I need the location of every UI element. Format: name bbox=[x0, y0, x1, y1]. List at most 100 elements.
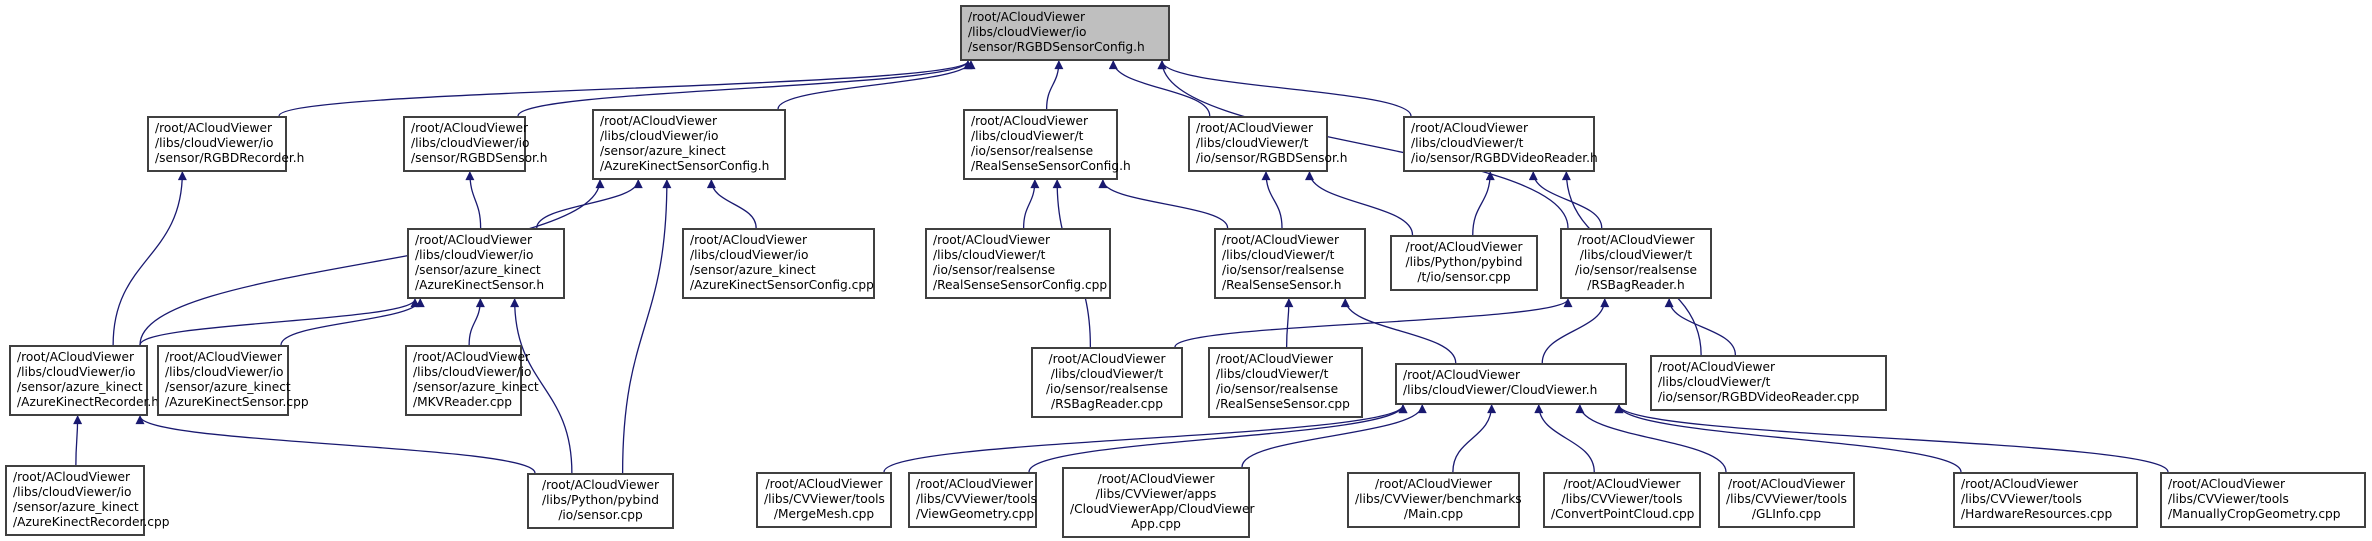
graph-node[interactable]: /root/ACloudViewer/libs/cloudViewer/io/s… bbox=[9, 345, 159, 416]
graph-node[interactable]: /root/ACloudViewer/libs/cloudViewer/io/s… bbox=[682, 228, 875, 299]
graph-node[interactable]: /root/ACloudViewer/libs/CVViewer/tools/M… bbox=[2160, 472, 2366, 528]
node-label-line: /root/ACloudViewer bbox=[933, 233, 1051, 247]
dependency-edge bbox=[139, 179, 605, 346]
node-label-line: /GLInfo.cpp bbox=[1751, 507, 1822, 521]
node-label-line: /CloudViewerApp/CloudViewer bbox=[1070, 502, 1255, 516]
node-label-line: /libs/cloudViewer/t bbox=[933, 248, 1046, 262]
graph-node-root[interactable]: /root/ACloudViewer/libs/cloudViewer/io/s… bbox=[960, 5, 1170, 61]
graph-node[interactable]: /root/ACloudViewer/libs/Python/pybind/io… bbox=[527, 473, 674, 529]
dependency-edge bbox=[1157, 60, 1412, 117]
node-label-line: /libs/Python/pybind bbox=[1405, 255, 1523, 269]
node-label-line: /sensor/azure_kinect bbox=[165, 380, 291, 394]
node-label-line: /libs/cloudViewer/t bbox=[1658, 375, 1771, 389]
dependency-edge bbox=[468, 298, 485, 346]
graph-node[interactable]: /root/ACloudViewer/libs/CVViewer/tools/V… bbox=[908, 472, 1037, 528]
node-label-line: /libs/CVViewer/tools bbox=[1726, 492, 1847, 506]
node-label-line: /io/sensor/RGBDVideoReader.h bbox=[1411, 151, 1598, 165]
node-label-line: /io/sensor/realsense bbox=[971, 144, 1094, 158]
node-label-line: /libs/cloudViewer/io bbox=[690, 248, 809, 262]
node-label-line: /libs/CVViewer/apps bbox=[1095, 487, 1217, 501]
node-label-line: /root/ACloudViewer bbox=[1658, 360, 1776, 374]
node-label-line: /sensor/azure_kinect bbox=[690, 263, 816, 277]
node-label-line: /MKVReader.cpp bbox=[413, 395, 513, 409]
graph-node[interactable]: /root/ACloudViewer/libs/Python/pybind/t/… bbox=[1390, 235, 1538, 291]
node-label-line: /libs/cloudViewer/io bbox=[17, 365, 136, 379]
node-label-line: /libs/cloudViewer/t bbox=[1411, 136, 1524, 150]
node-label-line: /root/ACloudViewer bbox=[1577, 233, 1695, 247]
dependency-edge bbox=[280, 298, 425, 346]
dependency-edge bbox=[1028, 404, 1408, 473]
node-label-line: /root/ACloudViewer bbox=[968, 10, 1086, 24]
node-label-line: /io/sensor/realsense bbox=[1216, 382, 1339, 396]
node-label-line: App.cpp bbox=[1131, 517, 1181, 531]
node-label-line: /libs/cloudViewer/t bbox=[1196, 136, 1309, 150]
graph-node[interactable]: /root/ACloudViewer/libs/cloudViewer/t/io… bbox=[1208, 347, 1363, 418]
node-label-line: /root/ACloudViewer bbox=[1216, 352, 1334, 366]
node-label-line: /AzureKinectSensorConfig.cpp bbox=[690, 278, 874, 292]
dependency-edge bbox=[1045, 60, 1064, 110]
node-label-line: /root/ACloudViewer bbox=[155, 121, 273, 135]
graph-node[interactable]: /root/ACloudViewer/libs/cloudViewer/t/io… bbox=[1031, 347, 1183, 418]
graph-node[interactable]: /root/ACloudViewer/libs/cloudViewer/t/io… bbox=[1214, 228, 1366, 299]
dependency-edge bbox=[278, 60, 973, 117]
node-label-line: /AzureKinectSensorConfig.h bbox=[600, 159, 770, 173]
graph-node[interactable]: /root/ACloudViewer/libs/CVViewer/benchma… bbox=[1347, 472, 1522, 528]
graph-node[interactable]: /root/ACloudViewer/libs/cloudViewer/io/s… bbox=[592, 109, 786, 180]
graph-node[interactable]: /root/ACloudViewer/libs/CVViewer/apps/Cl… bbox=[1062, 467, 1255, 538]
graph-node[interactable]: /root/ACloudViewer/libs/cloudViewer/io/s… bbox=[403, 116, 548, 172]
graph-node[interactable]: /root/ACloudViewer/libs/cloudViewer/t/io… bbox=[1560, 228, 1712, 299]
graph-node[interactable]: /root/ACloudViewer/libs/cloudViewer/io/s… bbox=[407, 228, 565, 299]
dependency-edge bbox=[135, 415, 536, 474]
node-label-line: /t/io/sensor.cpp bbox=[1417, 270, 1511, 284]
node-label-line: /root/ACloudViewer bbox=[1411, 121, 1529, 135]
node-label-line: /RSBagReader.cpp bbox=[1051, 397, 1163, 411]
node-label-line: /root/ACloudViewer bbox=[1222, 233, 1340, 247]
node-label-line: /sensor/azure_kinect bbox=[13, 500, 139, 514]
graph-node[interactable]: /root/ACloudViewer/libs/cloudViewer/io/s… bbox=[147, 116, 304, 172]
graph-node[interactable]: /root/ACloudViewer/libs/cloudViewer/io/s… bbox=[157, 345, 309, 416]
node-label-line: /libs/cloudViewer/io bbox=[165, 365, 284, 379]
node-label-line: /root/ACloudViewer bbox=[13, 470, 131, 484]
graph-node[interactable]: /root/ACloudViewer/libs/cloudViewer/t/io… bbox=[925, 228, 1111, 299]
node-label-line: /root/ACloudViewer bbox=[600, 114, 718, 128]
node-label-line: /libs/cloudViewer/CloudViewer.h bbox=[1403, 383, 1598, 397]
node-label-line: /root/ACloudViewer bbox=[411, 121, 529, 135]
graph-node[interactable]: /root/ACloudViewer/libs/cloudViewer/io/s… bbox=[405, 345, 539, 416]
node-label-line: /sensor/azure_kinect bbox=[600, 144, 726, 158]
node-label-line: /libs/Python/pybind bbox=[542, 493, 659, 507]
node-label-line: /root/ACloudViewer bbox=[1196, 121, 1314, 135]
node-label-line: /root/ACloudViewer bbox=[765, 477, 883, 491]
graph-node[interactable]: /root/ACloudViewer/libs/cloudViewer/io/s… bbox=[5, 465, 170, 536]
graph-node[interactable]: /root/ACloudViewer/libs/CVViewer/tools/G… bbox=[1718, 472, 1855, 528]
node-label-line: /libs/cloudViewer/io bbox=[411, 136, 530, 150]
node-label-line: /root/ACloudViewer bbox=[1403, 368, 1521, 382]
node-label-line: /AzureKinectSensor.h bbox=[415, 278, 545, 292]
node-label-line: /root/ACloudViewer bbox=[541, 478, 659, 492]
graph-node[interactable]: /root/ACloudViewer/libs/CVViewer/tools/C… bbox=[1543, 472, 1701, 528]
graph-node[interactable]: /root/ACloudViewer/libs/cloudViewer/t/io… bbox=[1650, 355, 1887, 411]
dependency-edge bbox=[1614, 404, 1962, 473]
node-label-line: /root/ACloudViewer bbox=[971, 114, 1089, 128]
node-label-line: /root/ACloudViewer bbox=[17, 350, 135, 364]
node-label-line: /libs/cloudViewer/t bbox=[1216, 367, 1329, 381]
graph-node[interactable]: /root/ACloudViewer/libs/cloudViewer/t/io… bbox=[1403, 116, 1598, 172]
dependency-edge bbox=[1452, 404, 1497, 473]
node-label-line: /AzureKinectRecorder.cpp bbox=[13, 515, 170, 529]
node-label-line: /RealSenseSensorConfig.cpp bbox=[933, 278, 1108, 292]
node-label-line: /root/ACloudViewer bbox=[916, 477, 1034, 491]
node-label-line: /root/ACloudViewer bbox=[1727, 477, 1845, 491]
dependency-edge bbox=[1157, 60, 1569, 229]
node-label-line: /root/ACloudViewer bbox=[1405, 240, 1523, 254]
graph-node[interactable]: /root/ACloudViewer/libs/cloudViewer/Clou… bbox=[1395, 363, 1627, 405]
node-label-line: /libs/cloudViewer/t bbox=[1050, 367, 1164, 381]
dependency-edge bbox=[510, 298, 573, 474]
graph-node[interactable]: /root/ACloudViewer/libs/CVViewer/tools/H… bbox=[1953, 472, 2138, 528]
node-label-line: /HardwareResources.cpp bbox=[1961, 507, 2113, 521]
graph-node[interactable]: /root/ACloudViewer/libs/cloudViewer/t/io… bbox=[1188, 116, 1347, 172]
node-label-line: /Main.cpp bbox=[1403, 507, 1464, 521]
graph-node[interactable]: /root/ACloudViewer/libs/cloudViewer/t/io… bbox=[963, 109, 1131, 180]
dependency-edge bbox=[777, 60, 976, 110]
node-label-line: /io/sensor.cpp bbox=[558, 508, 643, 522]
node-label-line: /io/sensor/realsense bbox=[933, 263, 1056, 277]
graph-node[interactable]: /root/ACloudViewer/libs/CVViewer/tools/M… bbox=[756, 472, 892, 528]
